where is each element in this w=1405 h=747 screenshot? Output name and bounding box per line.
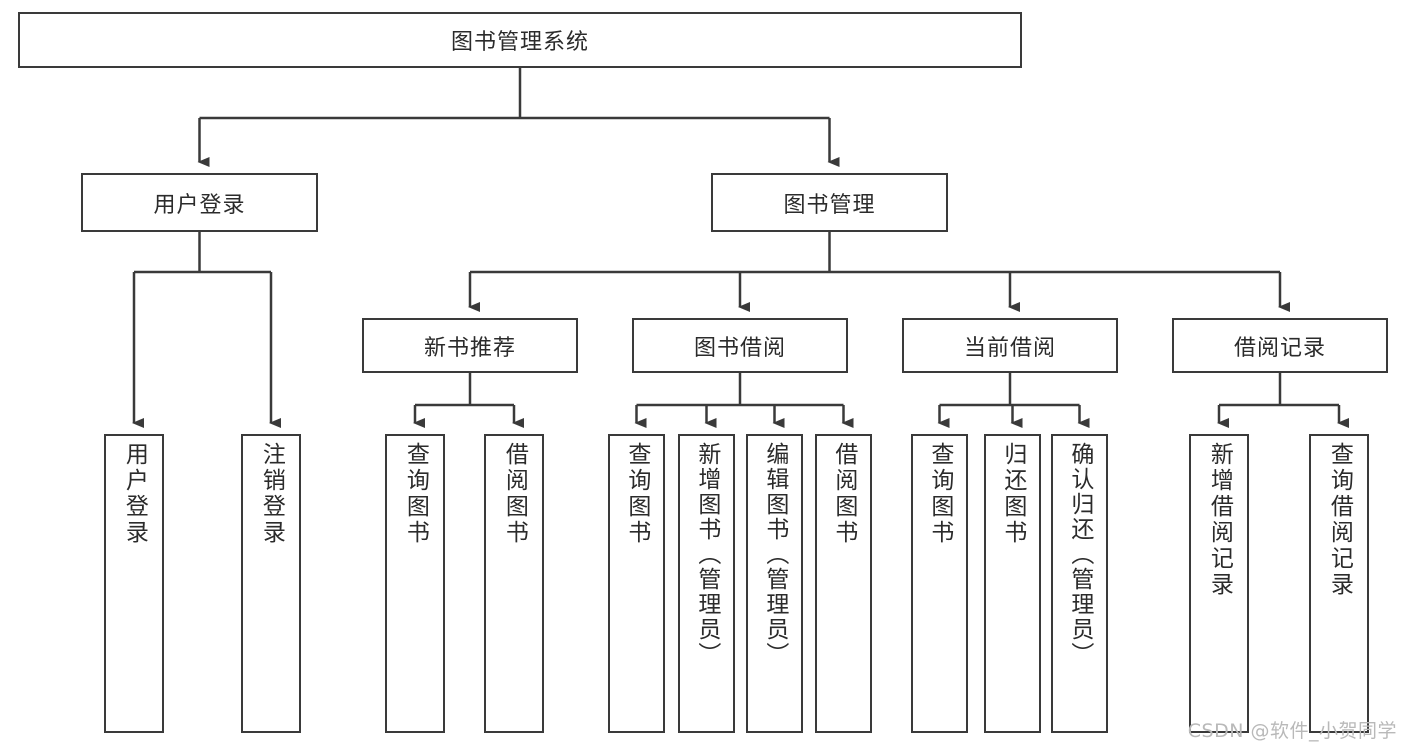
leaf-node[interactable]: 查询图书 [911,434,968,733]
node-root-system[interactable]: 图书管理系统 [18,12,1022,68]
leaf-node[interactable]: 新增图书（管理员） [678,434,735,733]
leaf-node[interactable]: 确认归还（管理员） [1051,434,1108,733]
node-new-book-recommend[interactable]: 新书推荐 [362,318,578,373]
leaf-label: 查询图书 [402,442,429,546]
leaf-node[interactable]: 查询图书 [385,434,445,733]
leaf-node[interactable]: 新增借阅记录 [1189,434,1249,733]
leaf-node[interactable]: 编辑图书（管理员） [746,434,803,733]
node-current-borrow[interactable]: 当前借阅 [902,318,1118,373]
node-book-borrow[interactable]: 图书借阅 [632,318,848,373]
leaf-label: 注销登录 [258,442,285,546]
leaf-label: 新增图书（管理员） [693,442,720,667]
csdn-watermark: CSDN @软件_小贺同学 [1187,720,1397,742]
leaf-label: 借阅图书 [501,442,528,546]
node-user-login[interactable]: 用户登录 [81,173,318,232]
node-book-management[interactable]: 图书管理 [711,173,948,232]
leaf-node[interactable]: 查询图书 [608,434,665,733]
leaf-label: 查询图书 [926,442,953,546]
leaf-node[interactable]: 归还图书 [984,434,1041,733]
leaf-label: 用户登录 [121,442,148,546]
leaf-label: 归还图书 [999,442,1026,546]
leaf-node[interactable]: 查询借阅记录 [1309,434,1369,733]
leaf-node[interactable]: 借阅图书 [484,434,544,733]
leaf-node[interactable]: 借阅图书 [815,434,872,733]
leaf-node[interactable]: 用户登录 [104,434,164,733]
leaf-label: 新增借阅记录 [1206,442,1233,598]
node-borrow-records[interactable]: 借阅记录 [1172,318,1388,373]
leaf-node[interactable]: 注销登录 [241,434,301,733]
leaf-label: 编辑图书（管理员） [761,442,788,667]
leaf-label: 确认归还（管理员） [1066,442,1093,667]
leaf-label: 查询借阅记录 [1326,442,1353,598]
leaf-label: 借阅图书 [830,442,857,546]
leaf-label: 查询图书 [623,442,650,546]
